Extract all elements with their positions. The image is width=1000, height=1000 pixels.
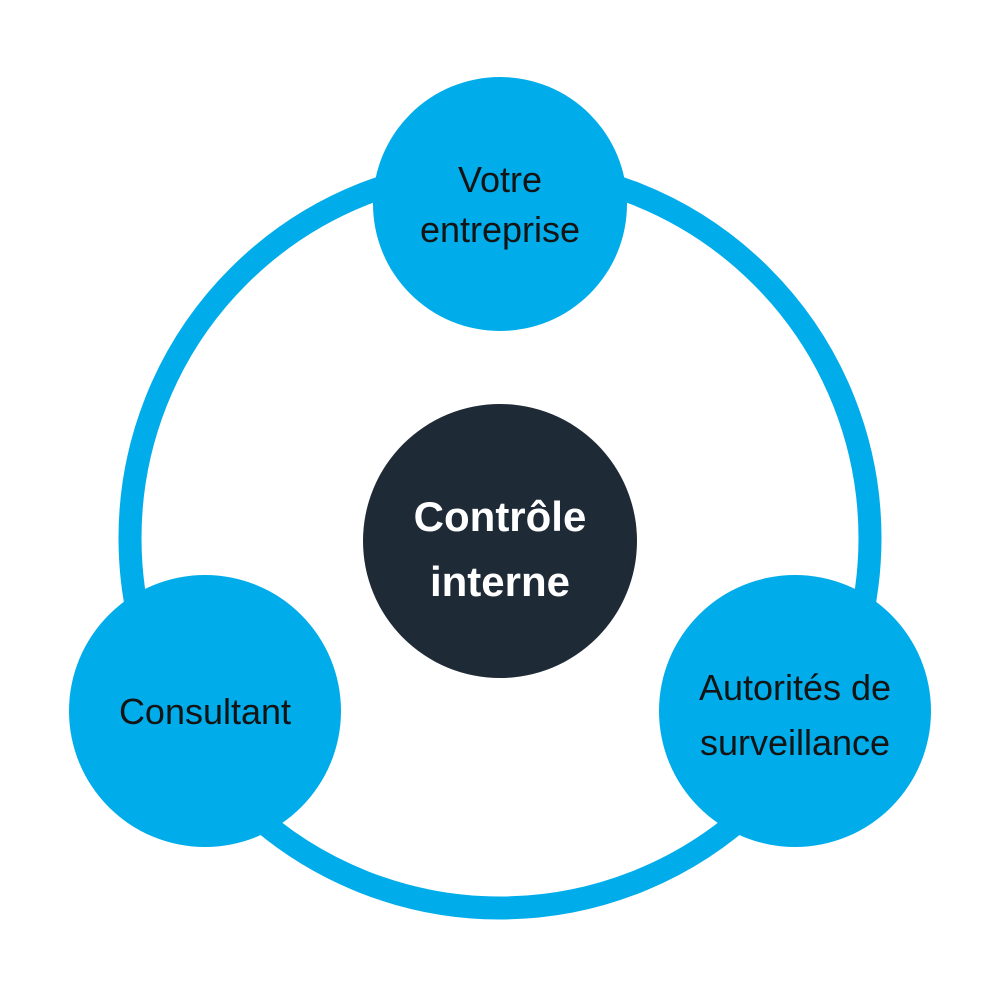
node-votre-entreprise-label-line1: Votre	[458, 159, 542, 200]
node-controle-interne: Contrôle interne	[363, 404, 637, 678]
node-controle-interne-label-line2: interne	[430, 558, 570, 605]
node-votre-entreprise-circle	[373, 77, 627, 331]
node-consultant: Consultant	[69, 575, 341, 847]
node-votre-entreprise: Votre entreprise	[373, 77, 627, 331]
node-consultant-circle	[69, 575, 341, 847]
node-controle-interne-circle	[363, 404, 637, 678]
node-autorites-surveillance: Autorités de surveillance	[659, 575, 931, 847]
node-autorites-surveillance-circle	[659, 575, 931, 847]
node-autorites-surveillance-label-line1: Autorités de	[699, 667, 891, 708]
node-controle-interne-label-line1: Contrôle	[414, 493, 587, 540]
node-autorites-surveillance-label-line2: surveillance	[700, 722, 890, 763]
node-votre-entreprise-label-line2: entreprise	[420, 209, 580, 250]
node-consultant-label: Consultant	[119, 691, 291, 732]
